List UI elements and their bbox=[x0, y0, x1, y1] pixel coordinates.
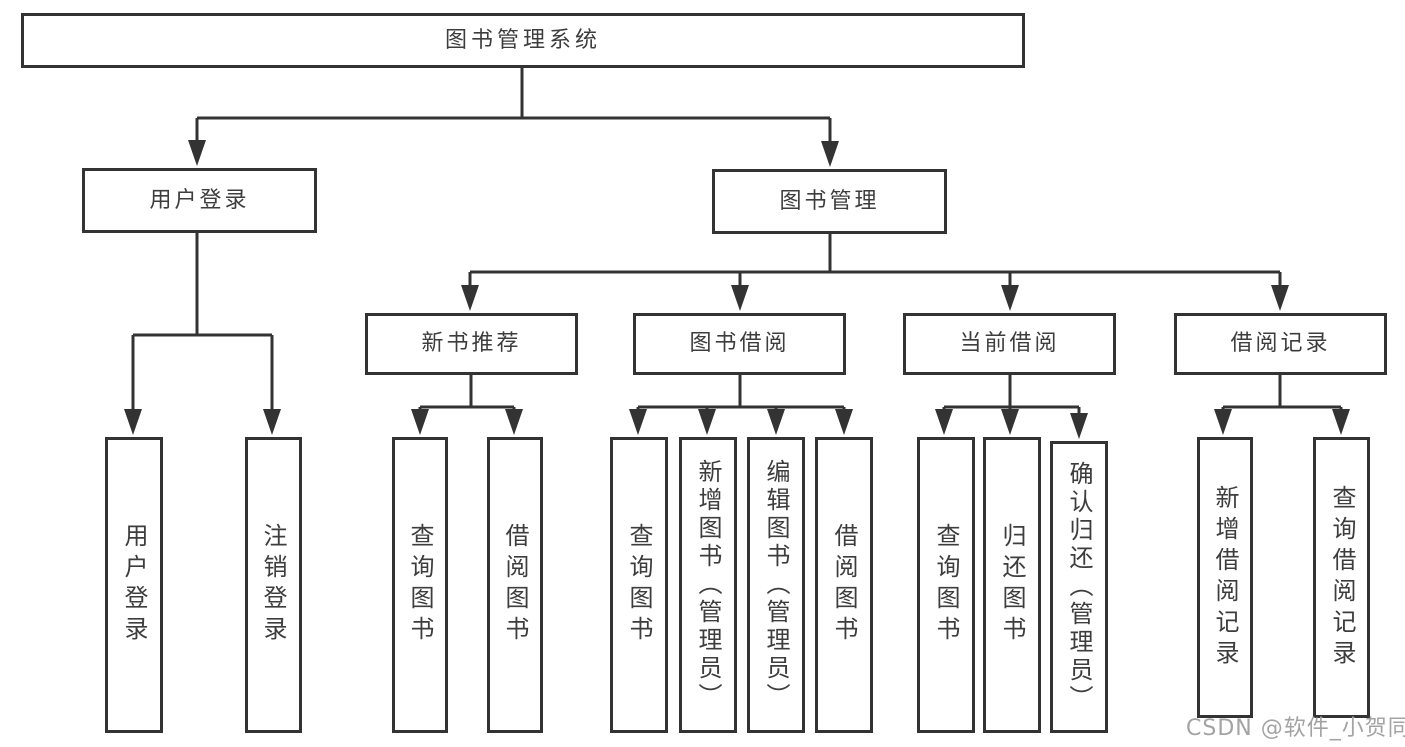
leaf-bb-borrow-book: 借阅图书 bbox=[815, 437, 873, 733]
leaf-cb-return-book: 归还图书 bbox=[983, 437, 1041, 733]
leaf-br-query-record: 查询借阅记录 bbox=[1313, 437, 1370, 718]
leaf-cb-query-book: 查询图书 bbox=[917, 437, 975, 733]
leaf-rec-query-book: 查询图书 bbox=[392, 437, 448, 733]
leaf-user-login: 用户登录 bbox=[105, 437, 163, 733]
leaf-bb-edit-book-admin: 编辑图书（管理员） bbox=[747, 437, 805, 733]
node-borrowing-records: 借阅记录 bbox=[1174, 313, 1387, 375]
node-book-management: 图书管理 bbox=[712, 169, 947, 234]
leaf-logout: 注销登录 bbox=[245, 437, 302, 733]
leaf-cb-confirm-return-admin: 确认归还（管理员） bbox=[1050, 441, 1108, 733]
node-library-management-system: 图书管理系统 bbox=[21, 13, 1025, 68]
csdn-watermark: CSDN @软件_小贺同学 bbox=[1186, 716, 1405, 741]
leaf-br-add-record: 新增借阅记录 bbox=[1197, 437, 1253, 718]
node-user-login: 用户登录 bbox=[82, 168, 317, 233]
leaf-rec-borrow-book: 借阅图书 bbox=[487, 437, 543, 733]
leaf-bb-add-book-admin: 新增图书（管理员） bbox=[679, 437, 737, 733]
node-new-book-recommendation: 新书推荐 bbox=[365, 313, 578, 375]
node-current-borrowing: 当前借阅 bbox=[903, 313, 1116, 375]
node-book-borrowing: 图书借阅 bbox=[633, 313, 846, 375]
leaf-bb-query-book: 查询图书 bbox=[610, 437, 668, 733]
